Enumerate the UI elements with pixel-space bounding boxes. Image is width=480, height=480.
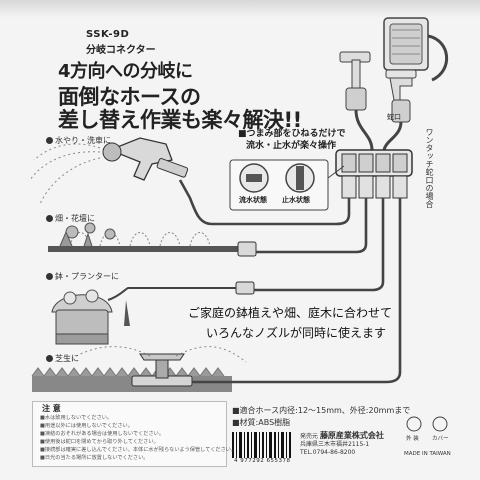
maker-company: 藤原産業株式会社 <box>319 431 384 440</box>
caution-item: ■凍結のおそれがある場合は使用しないでください。 <box>40 431 165 437</box>
caution-item: ■接続部は確実に差し込んでください。本体に水が残らないよう保管してください。 <box>40 447 237 453</box>
dial-callout <box>229 159 345 211</box>
feature-line-1: ■つまみ部をひねるだけで <box>238 129 346 139</box>
use-label-field: 畑・花壇に <box>46 212 98 225</box>
feature-line-2: 流水・止水が楽々操作 <box>246 141 337 151</box>
planter-icon <box>51 289 113 345</box>
model-number: SSK-9D <box>86 29 130 40</box>
bullet-icon <box>46 215 53 222</box>
use-label-watering: 水やり・洗車に <box>46 134 114 147</box>
maker-address: 兵庫県三木市福井2115-1 <box>300 441 370 448</box>
message-line-2: いろんなノズルが同時に使えます <box>206 326 387 340</box>
use-label-planter: 鉢・プランターに <box>46 270 122 283</box>
caution-item: ■使用後は蛇口を閉めてから取り外してください。 <box>40 439 159 445</box>
spray-gun-icon <box>102 137 189 181</box>
bullet-icon <box>46 137 53 144</box>
faucet-icon <box>339 51 371 111</box>
product-name: 分岐コネクター <box>86 45 156 56</box>
bullet-icon <box>46 355 53 362</box>
faucet-icon-2 <box>385 69 417 123</box>
caution-box <box>32 401 227 467</box>
maker-prefix: 発売元 <box>300 433 319 440</box>
spec-hose-size: ■適合ホース内径:12〜15mm、外径:20mmまで <box>232 406 411 415</box>
headline-1: 4方向への分岐に <box>58 61 193 82</box>
hoses <box>178 179 402 384</box>
lawn-sprinkler-icon <box>31 353 232 392</box>
dial-close-label: 止水状態 <box>282 196 310 204</box>
caution-title: 注 意 <box>42 404 61 413</box>
flowers-icon <box>59 222 116 247</box>
water-spray-1 <box>29 143 101 205</box>
maker-tel: TEL.0794-86-8200 <box>300 449 356 456</box>
message-line-1: ご家庭の鉢植えや畑、庭木に合わせて <box>188 306 393 320</box>
spec-material: ■材質:ABS樹脂 <box>232 418 291 427</box>
dial-open-label: 流水状態 <box>239 196 267 204</box>
caution-item: ■水は飲用しないでください。 <box>40 415 113 421</box>
origin-label: MADE IN TAIWAN <box>404 451 451 457</box>
barcode-icon <box>232 432 291 458</box>
use-label-lawn: 芝生に <box>46 352 82 365</box>
soaker-hose-icon <box>48 241 257 257</box>
recycle-icon <box>406 416 448 432</box>
recycle-label-left: 外 装 <box>406 436 419 442</box>
drip-tube <box>107 287 236 301</box>
four-way-connector <box>335 149 413 199</box>
maker-info: 発売元 藤原産業株式会社 兵庫県三木市福井2115-1 TEL.0794-86-… <box>300 432 384 457</box>
recycle-label-right: カバー <box>432 436 449 442</box>
barcode-number: 4 977292 655378 <box>234 458 291 464</box>
headline-2: 面倒なホースの <box>58 85 201 109</box>
headline-3: 差し替え作業も楽々解決!! <box>58 108 302 132</box>
faucet-side-note: ワンタッチ蛇口の場合 <box>425 128 434 208</box>
faucet-label: 蛇口 <box>387 113 401 121</box>
lawn-spray <box>65 346 247 363</box>
caution-item: ■用途以外には使用しないでください。 <box>40 423 133 429</box>
caution-item: ■日光の当たる場所に放置しないでください。 <box>40 455 149 461</box>
bullet-icon <box>46 273 53 280</box>
